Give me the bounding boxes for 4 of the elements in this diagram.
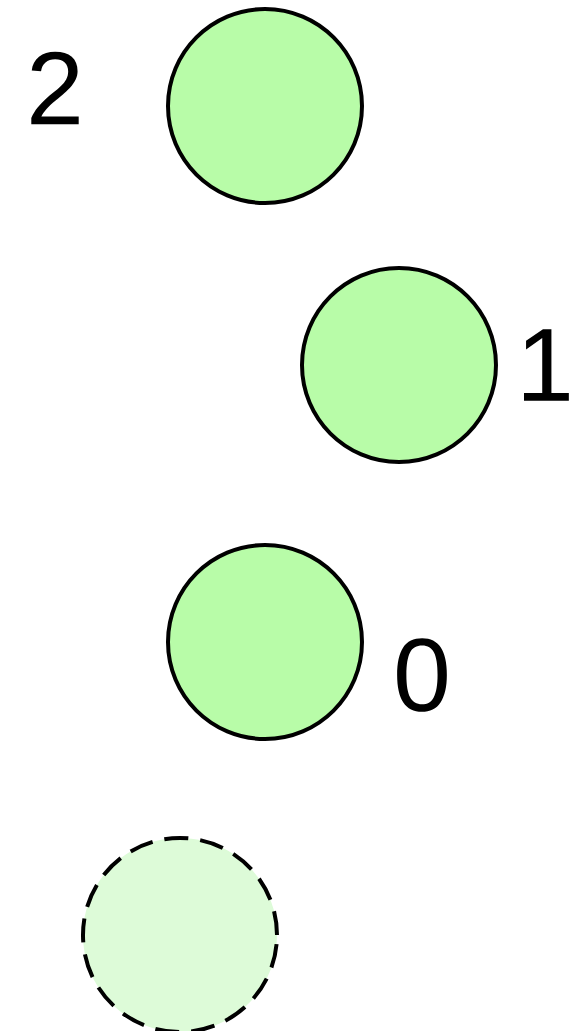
number-label: 2 — [31, 51, 79, 125]
dashed-circle — [81, 836, 279, 1031]
number-label: 0 — [397, 638, 447, 712]
number-label: 1 — [524, 329, 569, 401]
